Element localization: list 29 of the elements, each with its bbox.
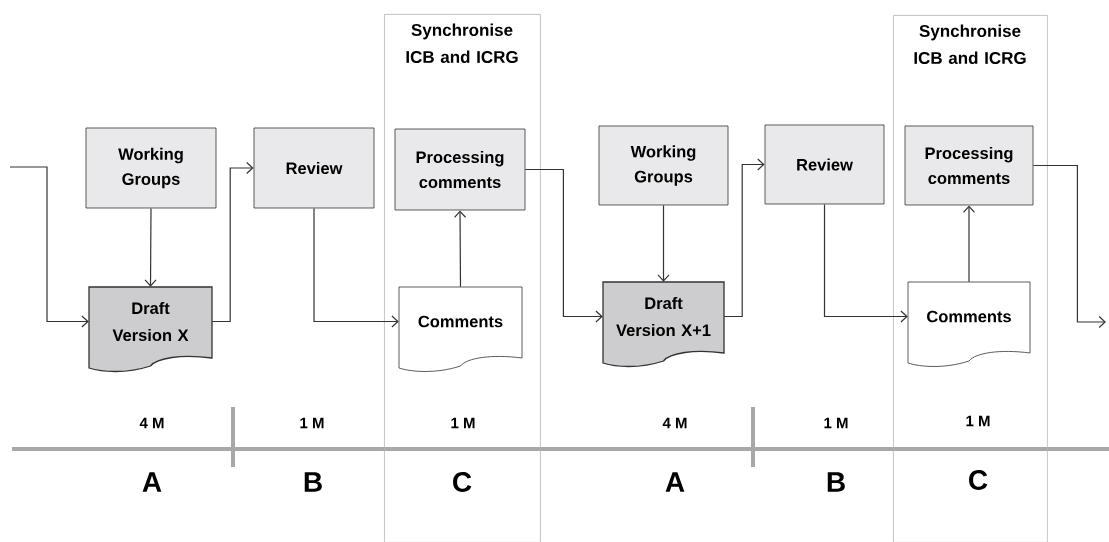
arrow bbox=[1032, 164, 1106, 329]
arrow bbox=[313, 207, 399, 328]
process-box: Working Groups bbox=[85, 127, 217, 209]
phase-letter: B bbox=[304, 472, 322, 492]
duration-label: 1 M bbox=[300, 417, 324, 429]
duration-label: 1 M bbox=[824, 417, 848, 429]
arrow bbox=[823, 203, 908, 323]
arrow bbox=[657, 204, 670, 282]
phase-letter: B bbox=[827, 472, 845, 492]
arrow bbox=[962, 205, 976, 283]
duration-label: 1 M bbox=[451, 417, 475, 429]
arrow bbox=[723, 158, 765, 318]
duration-label: 1 M bbox=[966, 415, 990, 427]
process-box: Review bbox=[764, 124, 885, 205]
process-box: Working Groups bbox=[598, 125, 729, 206]
process-box: Review bbox=[253, 127, 375, 209]
arrow bbox=[453, 210, 467, 288]
phase-letter: A bbox=[665, 472, 685, 492]
duration-label: 4 M bbox=[139, 417, 164, 429]
arrow bbox=[524, 168, 603, 323]
phase-letter: A bbox=[142, 472, 162, 492]
arrow bbox=[9, 166, 89, 328]
arrow bbox=[211, 161, 254, 323]
arrow bbox=[144, 207, 157, 287]
process-box: Processing comments bbox=[904, 125, 1034, 206]
process-box: Processing comments bbox=[394, 128, 526, 211]
phase-letter: C bbox=[453, 472, 472, 492]
duration-label: 4 M bbox=[662, 417, 687, 429]
phase-letter: C bbox=[969, 470, 988, 490]
